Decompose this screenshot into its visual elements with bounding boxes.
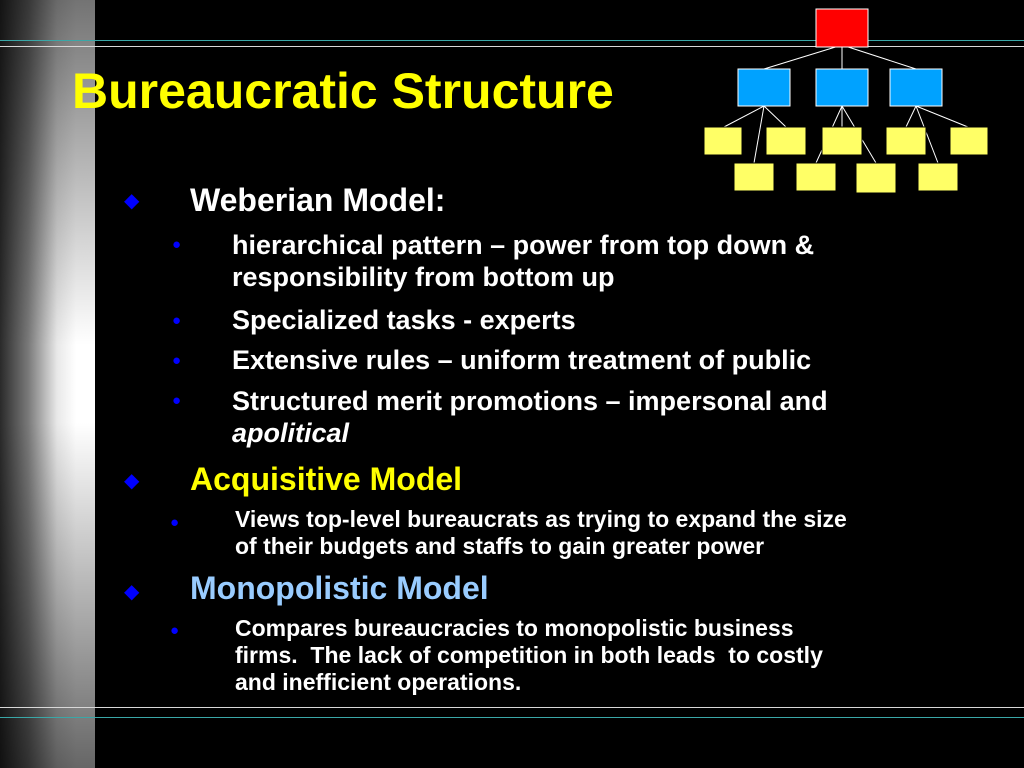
hierarchy-org-chart-icon [703, 8, 989, 194]
weberian-point-4-line-2: apolitical [232, 418, 350, 448]
org-mid-box [815, 68, 869, 107]
acquisitive-point-1: Views top-level bureaucrats as trying to… [235, 506, 847, 560]
dot-bullet-icon: ● [170, 622, 180, 639]
monopolistic-point-1-line-1: Compares bureaucracies to monopolistic b… [235, 615, 794, 641]
monopolistic-point-1: Compares bureaucracies to monopolistic b… [235, 615, 823, 696]
org-mid-box [737, 68, 791, 107]
weberian-point-1: hierarchical pattern – power from top do… [232, 229, 814, 293]
org-leaf-box [821, 126, 863, 156]
org-leaf-box [795, 162, 837, 192]
bottom-rule-white [0, 707, 1024, 708]
org-leaf-box [703, 126, 743, 156]
org-leaf-box [765, 126, 807, 156]
diamond-bullet-icon: ◆ [124, 470, 140, 492]
dot-bullet-icon: ● [172, 236, 182, 253]
left-gradient-bar [0, 0, 95, 768]
acquisitive-point-1-line-1: Views top-level bureaucrats as trying to… [235, 506, 847, 532]
weberian-point-2: Specialized tasks - experts [232, 305, 576, 335]
weberian-point-1-line-2: responsibility from bottom up [232, 262, 615, 292]
diamond-bullet-icon: ◆ [124, 190, 140, 212]
bottom-rule-teal [0, 717, 1024, 718]
dot-bullet-icon: ● [170, 514, 180, 531]
slide-title: Bureaucratic Structure [72, 63, 614, 119]
org-leaf-box [949, 126, 989, 156]
top-rule-white [0, 46, 1024, 47]
monopolistic-point-1-line-2: firms. The lack of competition in both l… [235, 642, 823, 668]
weberian-point-1-line-1: hierarchical pattern – power from top do… [232, 230, 815, 260]
org-top-box [815, 8, 869, 48]
dot-bullet-icon: ● [172, 352, 182, 369]
acquisitive-point-1-line-2: of their budgets and staffs to gain grea… [235, 533, 765, 559]
weberian-point-4: Structured merit promotions – impersonal… [232, 385, 828, 449]
org-mid-box [889, 68, 943, 107]
weberian-point-3: Extensive rules – uniform treatment of p… [232, 345, 812, 375]
org-leaf-box [917, 162, 959, 192]
org-leaf-box [733, 162, 775, 192]
top-rule-teal [0, 40, 1024, 41]
monopolistic-heading: Monopolistic Model [190, 570, 489, 606]
monopolistic-point-1-line-3: and inefficient operations. [235, 669, 522, 695]
dot-bullet-icon: ● [172, 392, 182, 409]
weberian-heading: Weberian Model: [190, 182, 446, 218]
org-leaf-box [855, 162, 897, 194]
weberian-point-4-line-1: Structured merit promotions – impersonal… [232, 386, 828, 416]
acquisitive-heading: Acquisitive Model [190, 461, 463, 497]
diamond-bullet-icon: ◆ [124, 581, 140, 603]
dot-bullet-icon: ● [172, 312, 182, 329]
org-leaf-box [885, 126, 927, 156]
